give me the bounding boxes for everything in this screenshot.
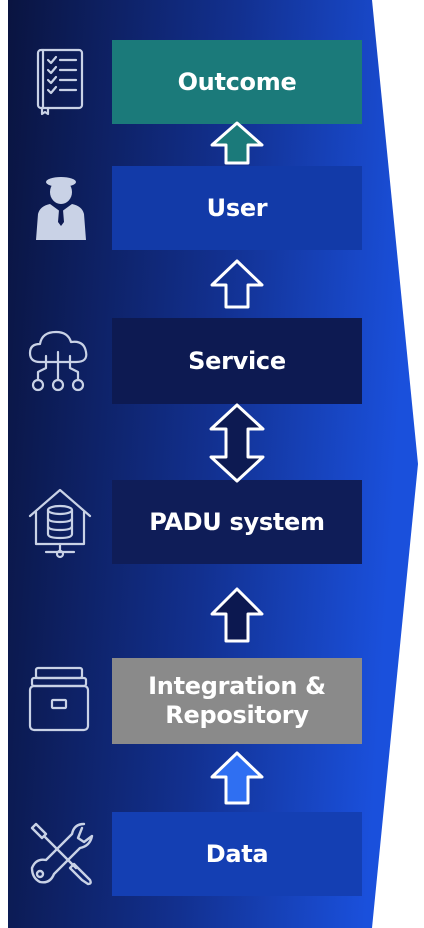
up-arrow-outcome <box>210 121 264 165</box>
checklist-book-icon <box>36 48 84 116</box>
layer-box-user: User <box>112 166 362 250</box>
layer-label-padu-system: PADU system <box>149 507 325 536</box>
tools-icon <box>30 822 94 886</box>
layer-box-padu-system: PADU system <box>112 480 362 564</box>
layer-label-repository: Repository <box>165 701 309 729</box>
file-cabinet-icon <box>28 666 90 732</box>
layer-box-data: Data <box>112 812 362 896</box>
layer-box-service: Service <box>112 318 362 404</box>
layer-label-data: Data <box>205 839 269 868</box>
up-arrow-integration <box>210 751 264 805</box>
layer-label-outcome: Outcome <box>177 67 297 96</box>
cloud-network-icon <box>28 330 88 392</box>
person-icon <box>36 177 86 240</box>
double-arrow-service-padu <box>209 403 265 483</box>
layer-box-integration-repository: Integration & Repository <box>112 658 362 744</box>
up-arrow-padu <box>210 587 264 643</box>
layer-label-user: User <box>206 193 268 222</box>
layer-box-outcome: Outcome <box>112 40 362 124</box>
layer-label-integration: Integration & <box>148 672 326 701</box>
layer-label-service: Service <box>188 346 286 375</box>
up-arrow-user <box>210 259 264 309</box>
house-database-icon <box>28 488 92 559</box>
